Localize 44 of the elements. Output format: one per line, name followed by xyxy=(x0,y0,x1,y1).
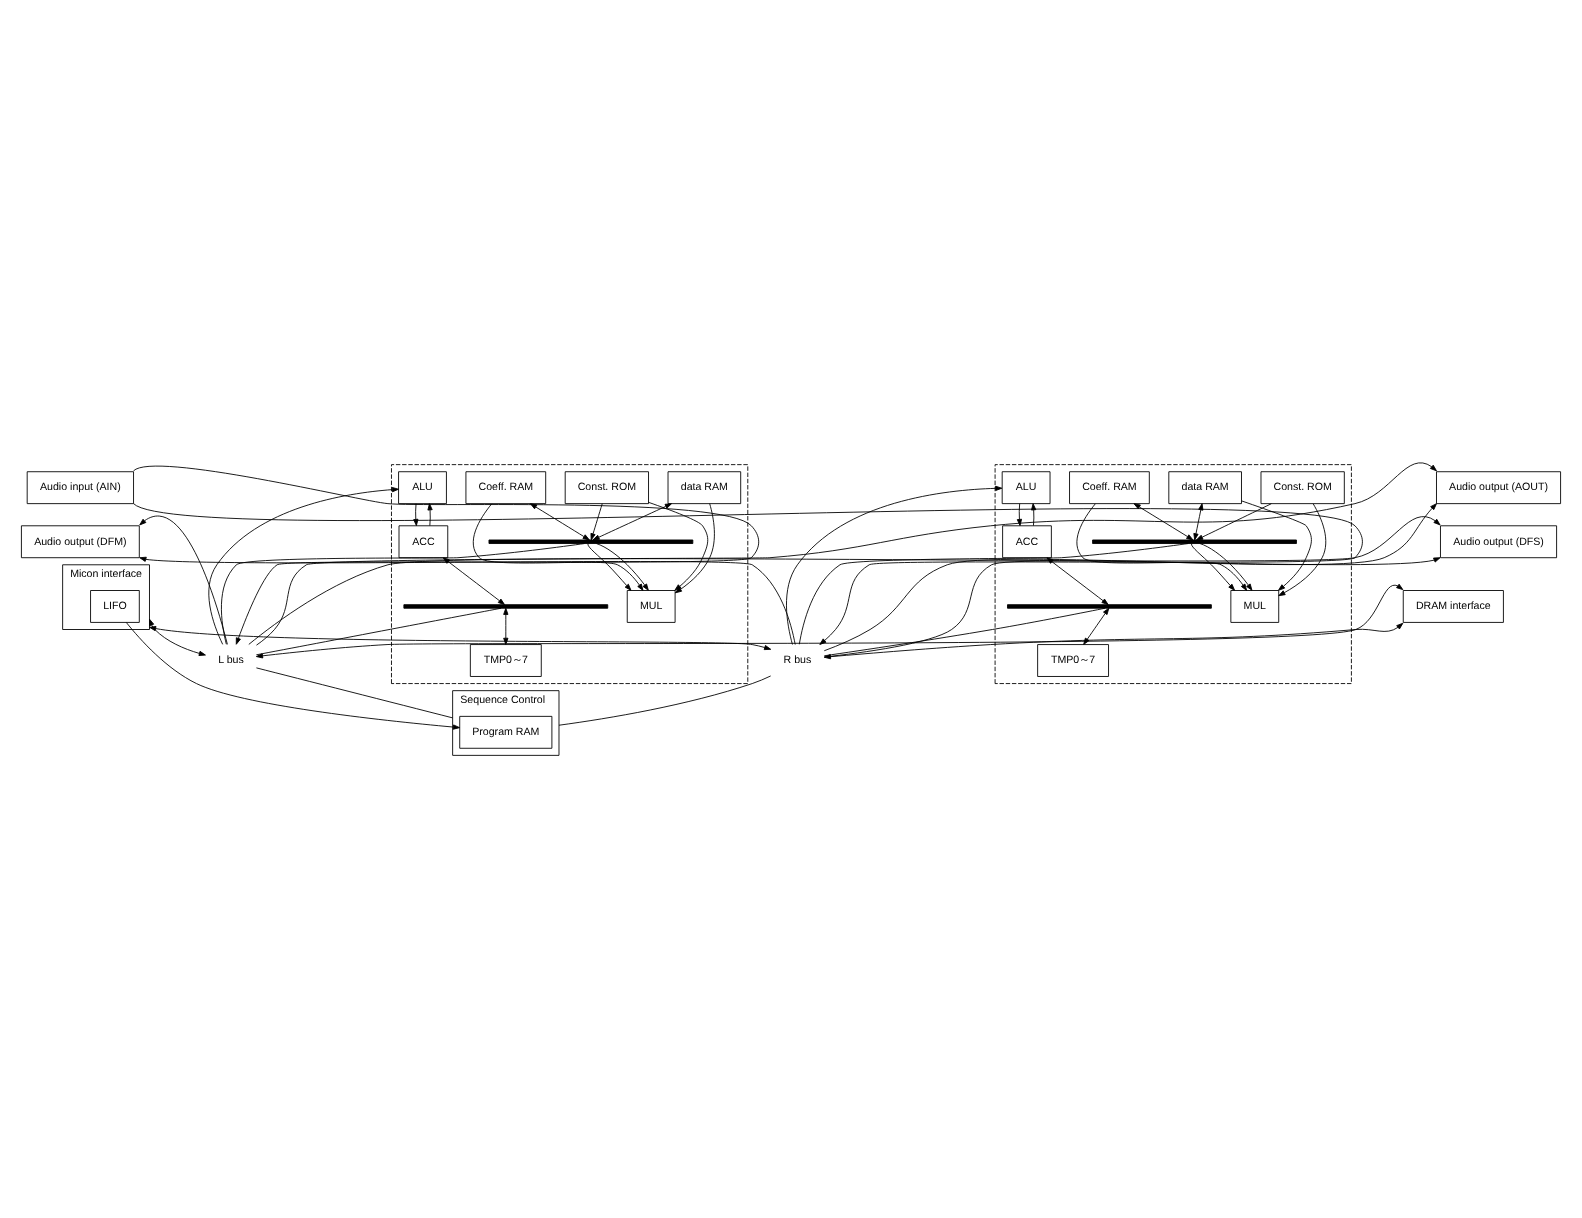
arrow xyxy=(590,502,603,540)
arrow xyxy=(823,621,1404,659)
arrow xyxy=(413,502,419,526)
arrow xyxy=(1191,542,1235,590)
arrow xyxy=(133,464,760,644)
node-bar xyxy=(1007,603,1212,608)
arrow xyxy=(1133,502,1194,540)
arrow xyxy=(442,556,505,605)
arrow xyxy=(674,502,715,593)
connector xyxy=(558,674,772,725)
arrow xyxy=(1241,499,1312,590)
arrow xyxy=(1083,606,1110,644)
arrow xyxy=(1193,502,1204,540)
node-bar xyxy=(488,538,694,543)
arrow xyxy=(208,486,399,644)
arrow xyxy=(823,556,1441,657)
arrow xyxy=(530,502,590,540)
node-bar xyxy=(1092,538,1297,543)
arrow xyxy=(1278,502,1327,596)
arrow xyxy=(139,514,228,644)
arrow xyxy=(823,502,1437,651)
arrow xyxy=(1196,502,1272,540)
arrow xyxy=(139,555,796,644)
arrow xyxy=(427,502,433,526)
arrow xyxy=(1199,542,1253,590)
arrow xyxy=(255,582,1404,658)
connector xyxy=(255,606,502,655)
node-bar xyxy=(403,603,609,608)
arrow xyxy=(1016,502,1023,526)
arrow xyxy=(1031,502,1037,526)
connector xyxy=(221,542,585,644)
arrow xyxy=(125,621,460,729)
arrow xyxy=(1076,502,1248,590)
arrow xyxy=(149,624,772,650)
arrow xyxy=(149,617,206,655)
arrow xyxy=(472,502,644,590)
connector xyxy=(255,666,454,718)
connector xyxy=(823,606,1106,656)
arrow xyxy=(648,500,709,590)
arrow xyxy=(592,502,672,540)
arrow xyxy=(595,542,649,590)
arrow xyxy=(587,542,632,590)
arrow xyxy=(1046,556,1109,605)
arrow xyxy=(503,606,509,644)
